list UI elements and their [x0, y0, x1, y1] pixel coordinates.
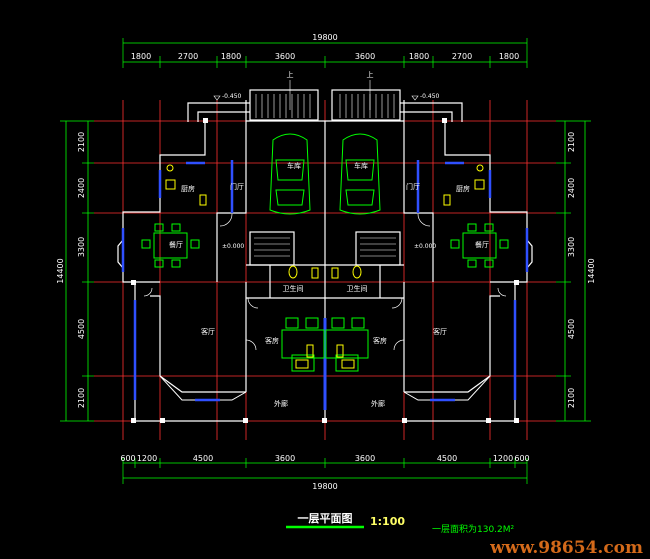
stair-treads: [254, 80, 396, 257]
dining-left-label: 餐厅: [169, 240, 183, 249]
car-left-icon: [269, 133, 311, 215]
elev-floor-right: ±0.000: [414, 243, 436, 250]
foyer-left-label: 门厅: [230, 182, 244, 191]
garage-left-label: 车库: [287, 161, 301, 170]
elev-floor-left: ±0.000: [222, 243, 244, 250]
elev-entry-left: -0.450: [222, 93, 242, 100]
drawing-title: 一层平面图: [298, 512, 353, 525]
dining-table-left: [141, 223, 200, 268]
title-block: 一层平面图 1:100 一层面积为130.2M²: [286, 512, 515, 535]
top-dim-1: 1800: [131, 52, 151, 61]
right-dim-3: 3300: [567, 237, 576, 257]
right-dim-4: 4500: [567, 319, 576, 339]
bottom-dim-3: 4500: [193, 454, 213, 463]
porch-left-label: 外廊: [274, 399, 288, 408]
left-dim-1: 2100: [77, 132, 86, 152]
room-labels: 车库 车库 门厅 门厅 厨房 厨房 餐厅 餐厅 卫生间 卫生间 客厅 客厅 客房…: [169, 70, 489, 408]
foyer-right-label: 门厅: [406, 182, 420, 191]
bed-right: [325, 317, 369, 372]
dimension-text: 19800 1800 2700 1800 3600 3600 1800 2700…: [56, 33, 596, 491]
bottom-total-dim: 19800: [312, 482, 337, 491]
bed-left: [281, 317, 325, 372]
top-total-dim: 19800: [312, 33, 337, 42]
right-dim-2: 2400: [567, 178, 576, 198]
bottom-dim-8: 600: [514, 454, 529, 463]
bottom-dim-6: 4500: [437, 454, 457, 463]
bath-left-label: 卫生间: [283, 284, 304, 293]
watermark: www.98654.com: [489, 538, 643, 558]
top-dim-3: 1800: [221, 52, 241, 61]
bottom-dim-1: 600: [120, 454, 135, 463]
right-total-dim: 14400: [587, 258, 596, 283]
columns: [131, 118, 519, 423]
right-dim-1: 2100: [567, 132, 576, 152]
dimension-lines: [60, 38, 591, 484]
bath-right-label: 卫生间: [347, 284, 368, 293]
bedroom-left-label: 客房: [265, 336, 279, 345]
stair-up-left-label: 上: [287, 70, 294, 79]
dining-table-right: [450, 223, 509, 268]
top-dim-2: 2700: [178, 52, 198, 61]
fixtures: [165, 164, 485, 369]
left-dim-5: 2100: [77, 388, 86, 408]
stair-up-right-label: 上: [367, 70, 374, 79]
area-note: 一层面积为130.2M²: [432, 523, 515, 535]
top-dim-8: 1800: [499, 52, 519, 61]
right-dim-5: 2100: [567, 388, 576, 408]
elevation-marks: -0.450 -0.450 ±0.000 ±0.000: [213, 93, 440, 250]
living-right-label: 客厅: [433, 327, 447, 336]
porch-right-label: 外廊: [371, 399, 385, 408]
bottom-dim-7: 1200: [493, 454, 513, 463]
left-total-dim: 14400: [56, 258, 65, 283]
bedroom-right-label: 客房: [373, 336, 387, 345]
top-dim-5: 3600: [355, 52, 375, 61]
left-dim-2: 2400: [77, 178, 86, 198]
left-dim-3: 3300: [77, 237, 86, 257]
top-dim-6: 1800: [409, 52, 429, 61]
left-dim-4: 4500: [77, 319, 86, 339]
bottom-dim-4: 3600: [275, 454, 295, 463]
garage-right-label: 车库: [354, 161, 368, 170]
windows: [121, 160, 529, 410]
door-swings: [143, 213, 507, 351]
bottom-dim-2: 1200: [137, 454, 157, 463]
kitchen-left-label: 厨房: [181, 184, 195, 193]
top-dim-4: 3600: [275, 52, 295, 61]
top-dim-7: 2700: [452, 52, 472, 61]
drawing-scale: 1:100: [370, 515, 405, 528]
car-right-icon: [339, 133, 381, 215]
living-left-label: 客厅: [201, 327, 215, 336]
dining-right-label: 餐厅: [475, 240, 489, 249]
bottom-dim-5: 3600: [355, 454, 375, 463]
elev-entry-right: -0.450: [420, 93, 440, 100]
kitchen-right-label: 厨房: [456, 184, 470, 193]
